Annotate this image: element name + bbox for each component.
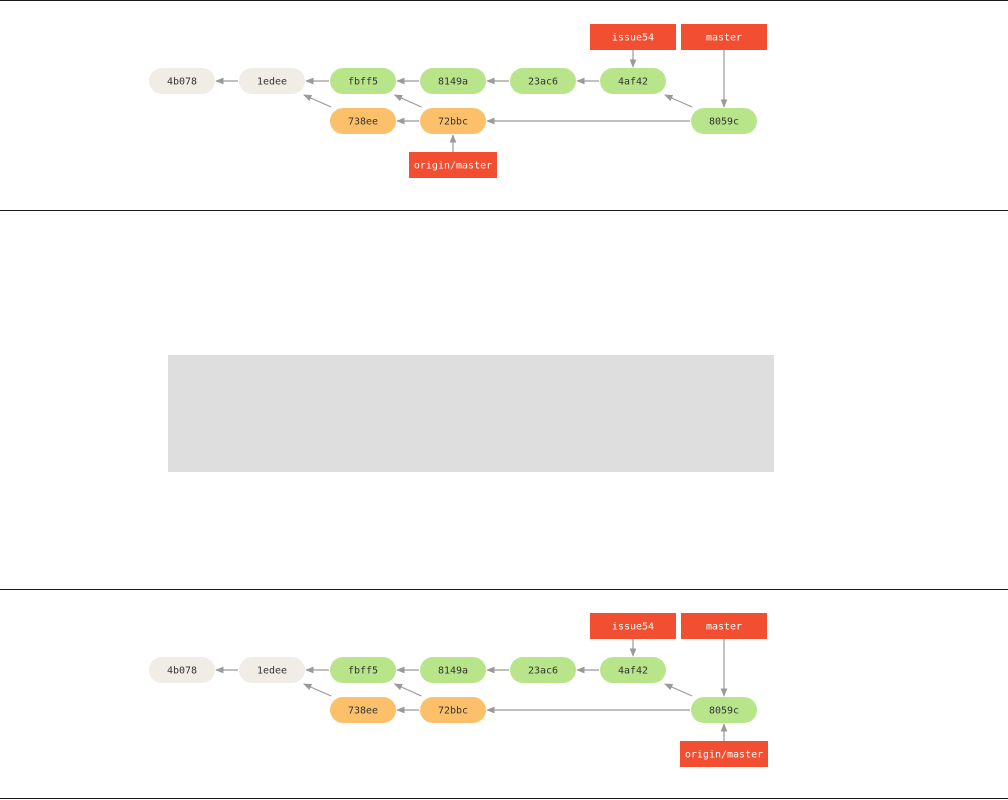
ref-label-shape [409,152,497,178]
edge-738ee-to-1edee [303,683,332,697]
ref-label-shape [590,613,676,639]
commit-node-shape [420,657,486,683]
commit-fbff5[interactable]: fbff5 [330,68,396,94]
ref-origin-master[interactable]: origin/master [409,152,497,178]
commit-4af42[interactable]: 4af42 [600,657,666,683]
commit-hash-label: 8149a [438,77,468,88]
commit-hash-label: fbff5 [348,666,378,677]
commit-23ac6[interactable]: 23ac6 [510,657,576,683]
commit-738ee[interactable]: 738ee [330,697,396,723]
commit-738ee[interactable]: 738ee [330,108,396,134]
placeholder-block [168,355,774,472]
commit-node-shape [691,697,757,723]
commit-4b078[interactable]: 4b078 [149,68,215,94]
ref-name-label: issue54 [612,33,654,44]
commit-hash-label: 4b078 [167,77,197,88]
bottom-divider [0,798,1008,799]
ref-label-shape [680,741,768,767]
commit-node-shape [330,68,396,94]
commit-node-shape [510,68,576,94]
diagram-after-push: 4b078 1edee fbff5 8149a 23ac6 4af42 738ee 72bbc… [0,589,1008,799]
commit-hash-label: 72bbc [438,706,468,717]
commit-fbff5[interactable]: fbff5 [330,657,396,683]
commit-8149a[interactable]: 8149a [420,68,486,94]
ref-name-label: origin/master [685,750,763,761]
commit-hash-label: 4af42 [618,77,648,88]
divider-1 [0,210,1008,211]
commit-node-shape [691,108,757,134]
commit-node-shape [420,697,486,723]
ref-label-shape [681,24,767,50]
commit-hash-label: 23ac6 [528,77,558,88]
commit-72bbc[interactable]: 72bbc [420,108,486,134]
commit-hash-label: fbff5 [348,77,378,88]
commit-node-shape [420,68,486,94]
commit-node-shape [239,68,305,94]
commit-hash-label: 4b078 [167,666,197,677]
commit-node-shape [600,68,666,94]
ref-issue54[interactable]: issue54 [590,613,676,639]
ref-name-label: issue54 [612,622,654,633]
commit-hash-label: 738ee [348,706,378,717]
ref-label-shape [681,613,767,639]
commit-4b078[interactable]: 4b078 [149,657,215,683]
commit-hash-label: 8059c [709,706,739,717]
commit-1edee[interactable]: 1edee [239,68,305,94]
commit-hash-label: 4af42 [618,666,648,677]
edge-72bbc-to-fbff5 [393,683,422,697]
commit-hash-label: 8059c [709,117,739,128]
commit-node-shape [420,108,486,134]
ref-name-label: origin/master [414,161,492,172]
commit-node-shape [149,657,215,683]
ref-label-shape [590,24,676,50]
commit-graph-after: 4b078 1edee fbff5 8149a 23ac6 4af42 738ee 72bbc… [149,613,768,767]
ref-origin-master[interactable]: origin/master [680,741,768,767]
commit-hash-label: 1edee [257,77,287,88]
commit-node-shape [330,108,396,134]
commit-hash-label: 1edee [257,666,287,677]
ref-name-label: master [706,622,742,633]
top-divider [0,0,1008,1]
commit-node-shape [239,657,305,683]
commit-8059c[interactable]: 8059c [691,108,757,134]
edge-8059c-to-4af42 [664,94,693,108]
diagram-before-push: 4b078 1edee fbff5 8149a 23ac6 4af42 738ee 72bbc… [0,0,1008,210]
divider-2 [0,589,1008,590]
commit-hash-label: 8149a [438,666,468,677]
ref-issue54[interactable]: issue54 [590,24,676,50]
commit-72bbc[interactable]: 72bbc [420,697,486,723]
commit-hash-label: 738ee [348,117,378,128]
commit-node-shape [510,657,576,683]
commit-hash-label: 23ac6 [528,666,558,677]
edge-72bbc-to-fbff5 [393,94,422,108]
commit-8149a[interactable]: 8149a [420,657,486,683]
ref-name-label: master [706,33,742,44]
commit-hash-label: 72bbc [438,117,468,128]
edge-738ee-to-1edee [303,94,332,108]
commit-graph-before: 4b078 1edee fbff5 8149a 23ac6 4af42 738ee 72bbc… [149,24,767,178]
commit-1edee[interactable]: 1edee [239,657,305,683]
commit-node-shape [149,68,215,94]
commit-node-shape [330,697,396,723]
ref-master[interactable]: master [681,24,767,50]
commit-node-shape [330,657,396,683]
ref-master[interactable]: master [681,613,767,639]
commit-node-shape [600,657,666,683]
edge-8059c-to-4af42 [664,683,693,697]
commit-23ac6[interactable]: 23ac6 [510,68,576,94]
commit-4af42[interactable]: 4af42 [600,68,666,94]
commit-8059c[interactable]: 8059c [691,697,757,723]
